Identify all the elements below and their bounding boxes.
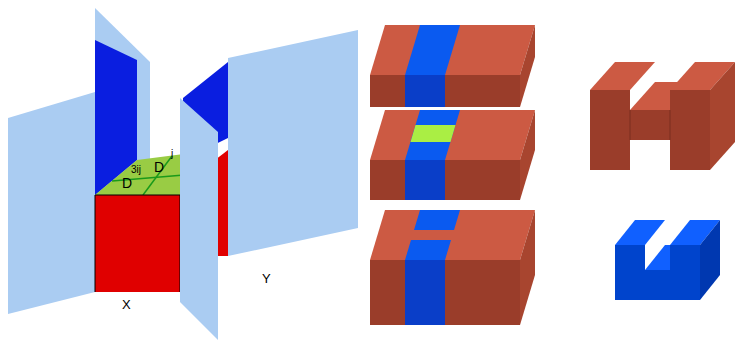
- label: D: [122, 176, 132, 190]
- plane: [228, 30, 358, 256]
- label: D: [154, 160, 164, 174]
- label: X: [122, 298, 131, 311]
- plane: [180, 98, 218, 340]
- label: j: [171, 149, 173, 159]
- red-block: [95, 195, 180, 292]
- plane: [8, 92, 95, 314]
- label: Y: [262, 272, 271, 285]
- label: 3ij: [131, 165, 141, 175]
